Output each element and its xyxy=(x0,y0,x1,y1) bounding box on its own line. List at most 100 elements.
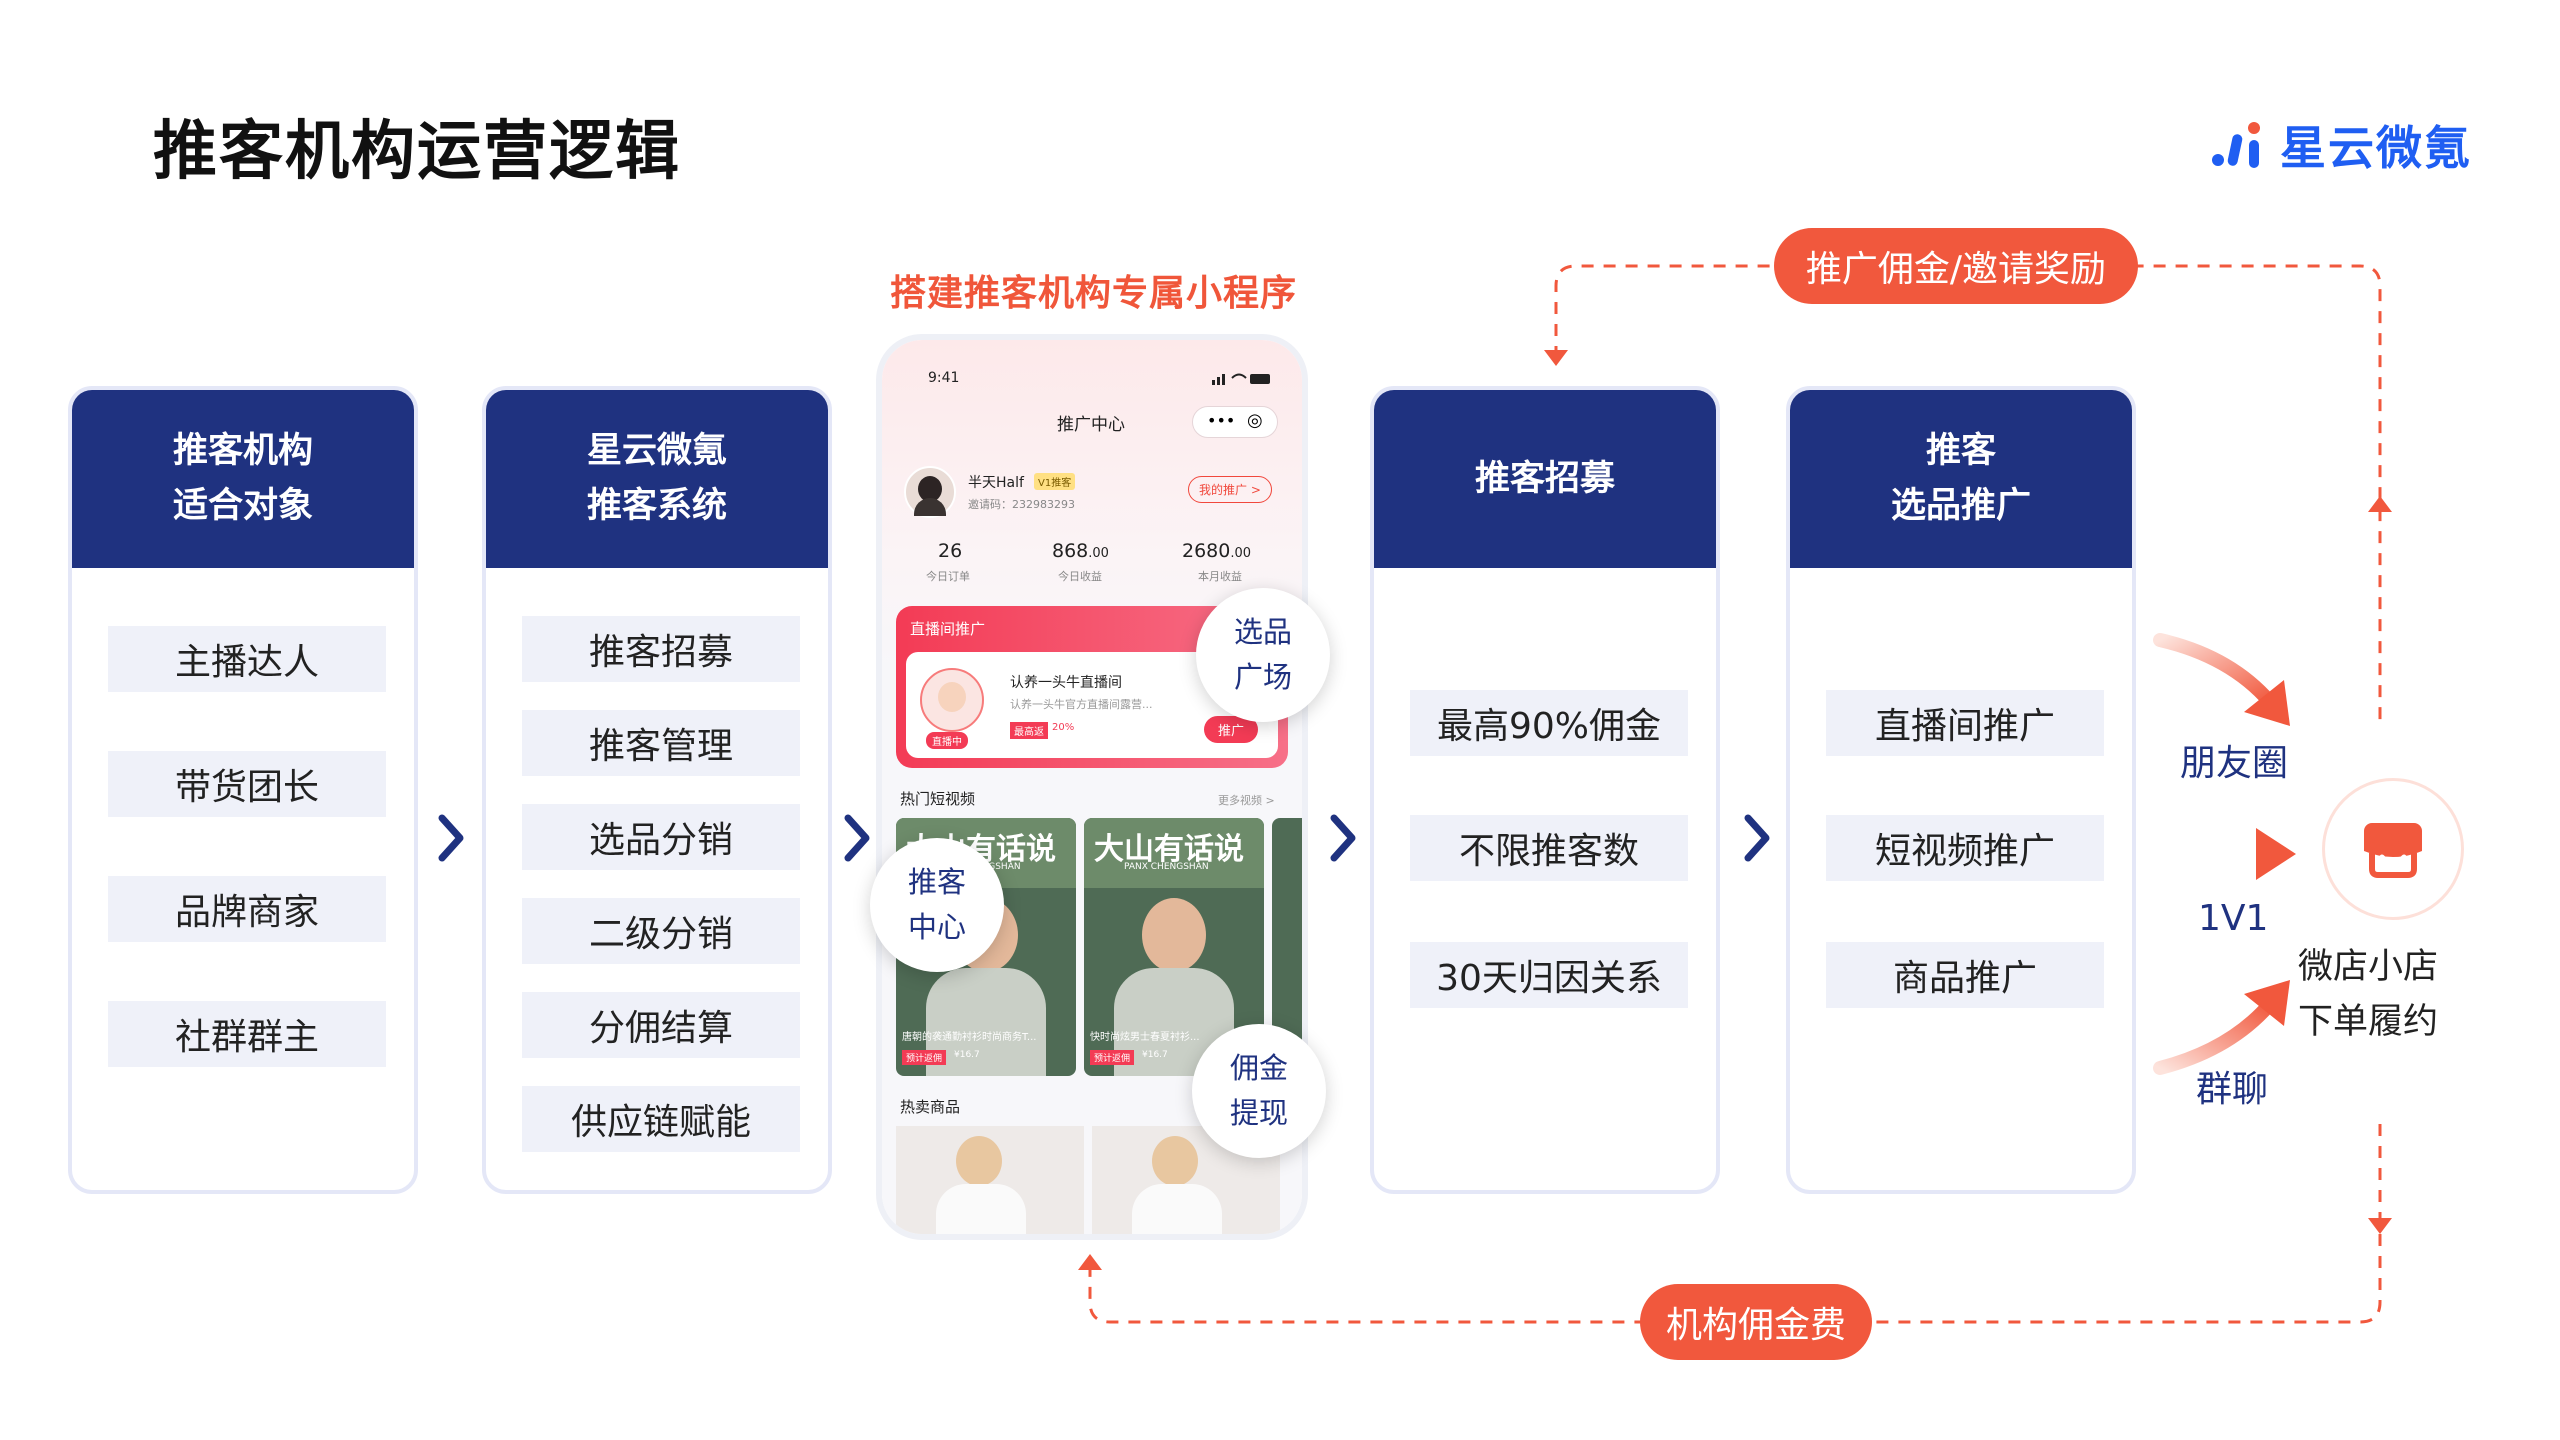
page-title: 推客机构运营逻辑 xyxy=(153,115,681,189)
card-header: 推客招募 xyxy=(1374,390,1716,568)
stat-unit: .00 xyxy=(1230,546,1252,561)
card-title-line: 推客招募 xyxy=(1474,458,1615,499)
arrow-moments-icon xyxy=(2153,633,2277,709)
circle-line: 推客 xyxy=(907,865,966,899)
live-room-name: 认养一头牛直播间 xyxy=(1010,675,1122,691)
circle-line: 广场 xyxy=(1233,660,1292,694)
card-title-line: 推客系统 xyxy=(586,486,727,526)
promotion-item: 商品推广 xyxy=(1826,942,2104,1008)
stat-value: 868.00 xyxy=(1052,540,1109,562)
chevron-right-icon xyxy=(1330,814,1356,862)
top-dashed-line xyxy=(1554,264,2382,724)
card-title-line: 适合对象 xyxy=(172,486,313,526)
arrow-down-icon xyxy=(1544,350,1568,366)
stat-label: 今日收益 xyxy=(1058,570,1102,583)
more-videos-link[interactable]: 更多视频 > xyxy=(1218,794,1275,807)
brand-name: 星云微氪 xyxy=(2280,121,2472,175)
arrow-up-icon xyxy=(1078,1254,1102,1270)
status-time: 9:41 xyxy=(928,370,960,386)
chevron-right-icon xyxy=(1744,814,1770,862)
stat-unit: .00 xyxy=(1088,546,1109,561)
shop-caption-line: 下单履约 xyxy=(2298,1002,2439,1042)
stat-value: 26 xyxy=(938,540,963,562)
card-title-line: 推客机构 xyxy=(172,431,313,471)
bottom-flow-label: 机构佣金费 xyxy=(1640,1284,1872,1360)
video-card[interactable]: 大山有话说 PANX CHENGSHAN 快时尚炫男士春夏衬衫... 预计返佣 … xyxy=(1084,818,1264,1076)
goods-section-title: 热卖商品 xyxy=(900,1098,961,1116)
arrow-up-icon xyxy=(2368,496,2392,512)
audience-item: 主播达人 xyxy=(108,626,386,692)
brand-logo-icon xyxy=(2212,122,2260,168)
video-section-title: 热门短视频 xyxy=(900,790,976,808)
card-header: 星云微氪 推客系统 xyxy=(486,390,828,568)
card-header: 推客 选品推广 xyxy=(1790,390,2132,568)
stat-label: 本月收益 xyxy=(1198,570,1242,583)
circle-line: 佣金 xyxy=(1229,1051,1288,1085)
top-flow-label: 推广佣金/邀请奖励 xyxy=(1774,228,2138,304)
arrow-down-icon xyxy=(2368,1218,2392,1234)
video-rebate-tag: 预计返佣 xyxy=(1090,1050,1135,1065)
feature-item: 推客管理 xyxy=(522,710,800,776)
chevron-right-icon xyxy=(438,814,464,862)
commission-rate: 20% xyxy=(1052,722,1075,733)
user-level-badge: V1推客 xyxy=(1034,473,1076,490)
channel-group-chat: 群聊 xyxy=(2196,1069,2269,1110)
shop-circle xyxy=(2322,778,2464,920)
stat-number: 868 xyxy=(1052,540,1089,562)
card-promotion: 推客 选品推广 直播间推广 短视频推广 商品推广 xyxy=(1786,386,2136,1194)
card-system-features: 星云微氪 推客系统 推客招募 推客管理 选品分销 二级分销 分佣结算 供应链赋能 xyxy=(482,386,832,1194)
card-recruitment: 推客招募 最高90%佣金 不限推客数 30天归因关系 xyxy=(1370,386,1720,1194)
user-name: 半天Half xyxy=(968,475,1024,491)
audience-item: 社群群主 xyxy=(108,1001,386,1067)
video-caption: 快时尚炫男士春夏衬衫... xyxy=(1090,1032,1200,1043)
circle-line: 提现 xyxy=(1229,1096,1288,1130)
my-promo-button[interactable]: 我的推广 > xyxy=(1188,476,1272,503)
video-banner-subtitle: PANX CHENGSHAN xyxy=(1124,862,1209,872)
capsule-menu[interactable]: ••• ◎ xyxy=(1192,406,1278,438)
stat-number: 2680 xyxy=(1182,540,1231,562)
recruit-item: 30天归因关系 xyxy=(1410,942,1688,1008)
circle-line: 中心 xyxy=(907,910,966,944)
shop-icon xyxy=(2364,823,2422,878)
video-banner-title: 大山有话说 xyxy=(1094,832,1244,867)
commission-tag: 最高返 xyxy=(1010,722,1048,739)
product-card[interactable] xyxy=(896,1126,1084,1234)
shop-caption: 微店小店 下单履约 xyxy=(2298,940,2438,1050)
brand-logo: 星云微氪 xyxy=(2210,112,2472,178)
stat-label: 今日订单 xyxy=(926,570,970,583)
feature-item: 选品分销 xyxy=(522,804,800,870)
avatar[interactable] xyxy=(904,466,956,518)
channel-one-on-one: 1V1 xyxy=(2198,898,2269,939)
signal-battery-icon xyxy=(1212,373,1270,385)
card-target-audience: 推客机构 适合对象 主播达人 带货团长 品牌商家 社群群主 xyxy=(68,386,418,1194)
video-rebate-price: ¥16.7 xyxy=(1142,1050,1168,1060)
invite-code: 邀请码：232983293 xyxy=(968,498,1075,511)
live-section-title: 直播间推广 xyxy=(910,620,986,638)
product-card[interactable] xyxy=(1092,1126,1280,1234)
feature-circle-center: 推客中心 xyxy=(870,838,1004,972)
arrow-group-icon xyxy=(2153,997,2277,1075)
feature-item: 推客招募 xyxy=(522,616,800,682)
feature-circle-withdraw: 佣金提现 xyxy=(1192,1024,1326,1158)
card-title-line: 推客 xyxy=(1925,431,1996,471)
chevron-right-icon xyxy=(844,814,870,862)
feature-item: 供应链赋能 xyxy=(522,1086,800,1152)
more-icon[interactable]: ••• xyxy=(1207,411,1236,430)
promotion-item: 短视频推广 xyxy=(1826,815,2104,881)
screen-title: 推广中心 xyxy=(1057,415,1125,435)
video-rebate-price: ¥16.7 xyxy=(954,1050,980,1060)
feature-circle-selection: 选品广场 xyxy=(1196,588,1330,722)
card-title-line: 星云微氪 xyxy=(586,431,727,471)
bottom-dashed-line xyxy=(1088,1124,2382,1324)
video-rebate-tag: 预计返佣 xyxy=(902,1050,947,1065)
promotion-item: 直播间推广 xyxy=(1826,690,2104,756)
close-target-icon[interactable]: ◎ xyxy=(1247,410,1263,431)
live-tag: 直播中 xyxy=(926,732,968,749)
phone-heading: 搭建推客机构专属小程序 xyxy=(890,273,1298,314)
feature-item: 分佣结算 xyxy=(522,992,800,1058)
card-header: 推客机构 适合对象 xyxy=(72,390,414,568)
recruit-item: 最高90%佣金 xyxy=(1410,690,1688,756)
live-room-desc: 认养一头牛官方直播间露营... xyxy=(1010,698,1153,711)
